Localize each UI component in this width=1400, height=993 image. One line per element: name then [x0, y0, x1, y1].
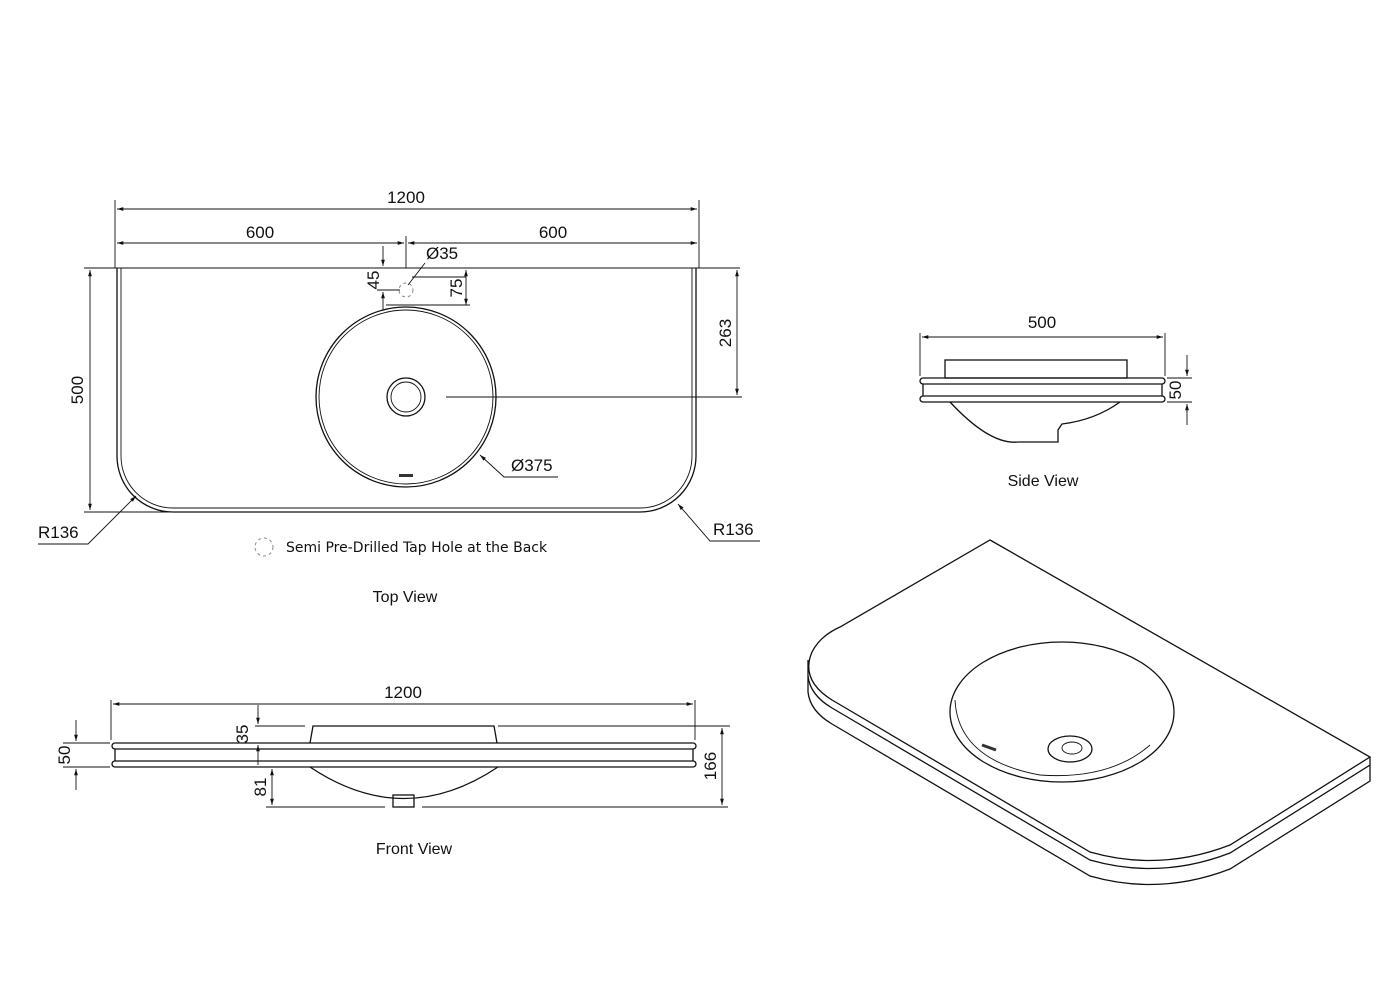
caption-top-view: Top View: [373, 589, 438, 606]
dim-top-600-right: 600: [539, 223, 567, 242]
dim-top-600-left: 600: [246, 223, 274, 242]
caption-side-view: Side View: [1008, 473, 1079, 490]
dim-tap-to-bowl: 75: [447, 279, 466, 298]
caption-front-view: Front View: [376, 841, 453, 858]
side-view: 500 50 Side View: [919, 313, 1192, 490]
iso-basin: [949, 641, 1175, 783]
dim-radius-right: R136: [713, 520, 754, 539]
dim-bowl-dia: Ø375: [511, 456, 553, 475]
isometric-view: [807, 539, 1372, 886]
legend-tap-hole-icon: [254, 537, 274, 557]
countertop-outline: [116, 268, 697, 513]
dim-front-thickness: 50: [55, 746, 74, 765]
dim-side-500: 500: [1028, 313, 1056, 332]
tap-hole-icon: [398, 282, 414, 298]
overflow-slot: [399, 474, 413, 477]
drain-circle: [386, 377, 426, 417]
dim-lip-height: 35: [233, 725, 252, 744]
dim-depth-500: 500: [68, 376, 87, 404]
dim-bowl-below: 81: [251, 778, 270, 797]
dim-side-thickness: 50: [1166, 381, 1185, 400]
top-view: 1200 600 600 45 Ø35 75 263 500 Ø375 R136…: [38, 188, 760, 606]
dim-tap-dia: Ø35: [426, 244, 458, 263]
dim-total-height: 166: [701, 752, 720, 780]
legend-note: Semi Pre-Drilled Tap Hole at the Back: [286, 540, 548, 556]
dim-radius-left: R136: [38, 523, 79, 542]
front-view: 1200 35 50 81 166 Front View: [55, 683, 730, 858]
dim-front-1200: 1200: [384, 683, 422, 702]
dim-tap-offset: 45: [364, 271, 383, 290]
dim-top-1200: 1200: [387, 188, 425, 207]
dim-bowl-center: 263: [716, 319, 735, 347]
iso-drain: [1047, 735, 1093, 763]
